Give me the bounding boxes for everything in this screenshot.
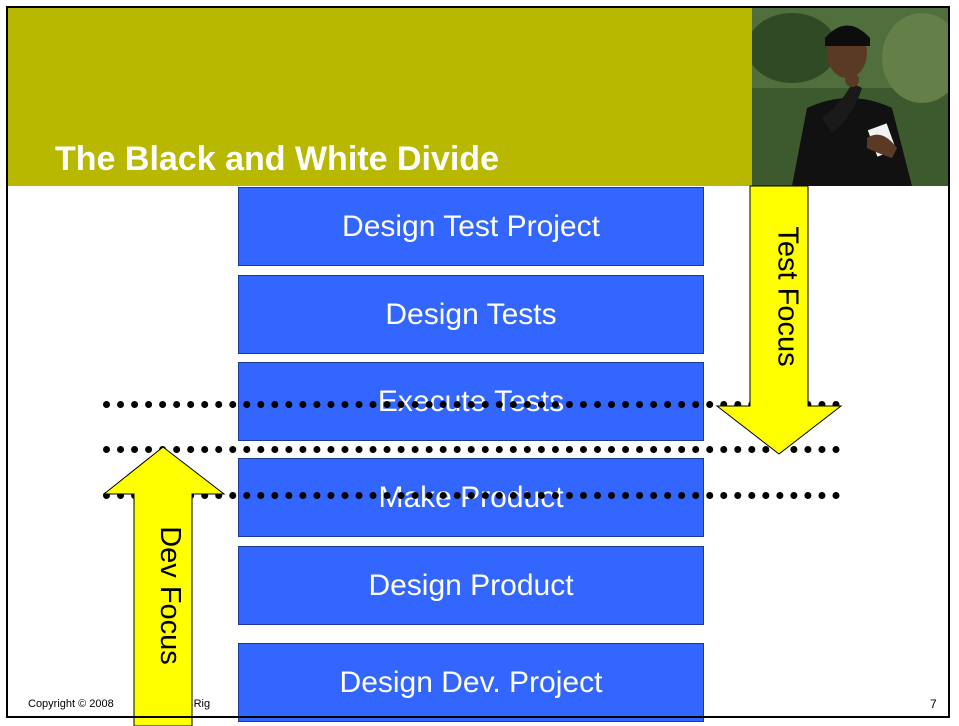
test-focus-label: Test Focus xyxy=(771,226,804,367)
box-design-dev-project: Design Dev. Project xyxy=(238,643,704,722)
box-design-product: Design Product xyxy=(238,546,704,625)
box-label: Design Test Project xyxy=(342,209,600,243)
dev-focus-label: Dev Focus xyxy=(153,526,186,665)
divider-line-top xyxy=(103,401,840,408)
test-focus-arrow xyxy=(715,185,843,455)
box-design-tests: Design Tests xyxy=(238,275,704,354)
box-label: Design Product xyxy=(368,568,574,602)
box-label: Design Tests xyxy=(385,297,557,331)
divider-line-bottom xyxy=(103,492,840,499)
golfer-photo xyxy=(752,8,948,186)
box-design-test-project: Design Test Project xyxy=(238,187,704,266)
divider-line-middle xyxy=(103,446,840,453)
header-band xyxy=(8,8,752,186)
dev-focus-arrow xyxy=(102,446,226,726)
page-number: 7 xyxy=(930,697,937,711)
slide-title: The Black and White Divide xyxy=(55,140,499,178)
copyright-text: Copyright © 2008 xyxy=(28,698,114,710)
box-label: Design Dev. Project xyxy=(339,665,603,699)
